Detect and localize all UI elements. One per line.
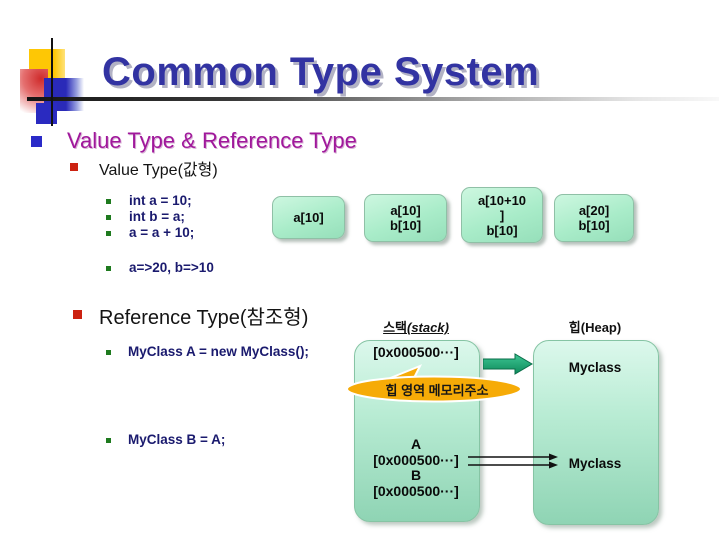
stack-entry: [0x000500···] [373, 482, 459, 499]
value-state-box: a[10+10 ] b[10] [461, 187, 543, 243]
box-line: b[10] [578, 218, 610, 233]
value-state-box: a[10] b[10] [364, 194, 447, 242]
code-line: a = a + 10; [129, 225, 195, 240]
box-line: b[10] [486, 222, 518, 238]
box-line: ] [499, 207, 505, 223]
stack-label-ko: 스택 [383, 320, 407, 335]
stack-entry: [0x000500···] [373, 451, 459, 468]
bullet-square-icon [106, 215, 111, 220]
stack-label-en: (stack) [407, 320, 449, 335]
heap-object-bottom: Myclass [568, 456, 622, 471]
stack-entries: A [0x000500···] B [0x000500···] [354, 436, 478, 499]
bullet-square-icon [106, 350, 111, 355]
heap-label: 힙(Heap) [568, 320, 622, 335]
bullet-square-icon [106, 199, 111, 204]
callout-text: 힙 영역 메모리주소 [385, 383, 489, 398]
box-line: a[10+10 [477, 192, 527, 208]
bullet-square-icon [73, 310, 82, 319]
box-line: a[10] [293, 210, 324, 225]
heap-memory-box [533, 340, 659, 525]
deco-vertical-line [51, 38, 53, 126]
bullet-square-icon [31, 136, 42, 147]
stack-entry: B [410, 467, 422, 483]
result-line: a=>20, b=>10 [129, 260, 214, 275]
bullet-square-icon [106, 231, 111, 236]
box-line: a[20] [578, 203, 610, 218]
slide-title: Common Type System [102, 50, 540, 94]
code-line-assign: MyClass B = A; [128, 432, 226, 447]
reference-arrows-icon [468, 453, 558, 469]
value-type-label: Value Type(값형) [99, 162, 218, 179]
callout-bubble-icon [346, 364, 522, 403]
value-state-box: a[20] b[10] [554, 194, 634, 242]
code-line-new-myclass: MyClass A = new MyClass(); [128, 344, 309, 359]
code-line: int b = a; [129, 209, 185, 224]
heap-object-top: Myclass [568, 360, 622, 375]
bullet-square-icon [106, 438, 111, 443]
stack-entry: A [410, 436, 422, 452]
bullet-square-icon [106, 266, 111, 271]
block-arrow-right-icon [483, 353, 533, 375]
value-state-box: a[10] [272, 196, 345, 239]
code-line: int a = 10; [129, 193, 192, 208]
stack-top-address: [0x000500···] [373, 344, 459, 360]
deco-blue-square-small [36, 103, 57, 124]
box-line: b[10] [389, 218, 422, 233]
box-line: a[10] [390, 203, 421, 218]
heading-value-reference-type: Value Type & Reference Type [67, 128, 357, 153]
reference-type-label: Reference Type(참조형) [99, 307, 309, 329]
bullet-square-icon [70, 163, 78, 171]
title-divider-line [27, 97, 719, 101]
stack-label: 스택(stack) [354, 317, 478, 336]
